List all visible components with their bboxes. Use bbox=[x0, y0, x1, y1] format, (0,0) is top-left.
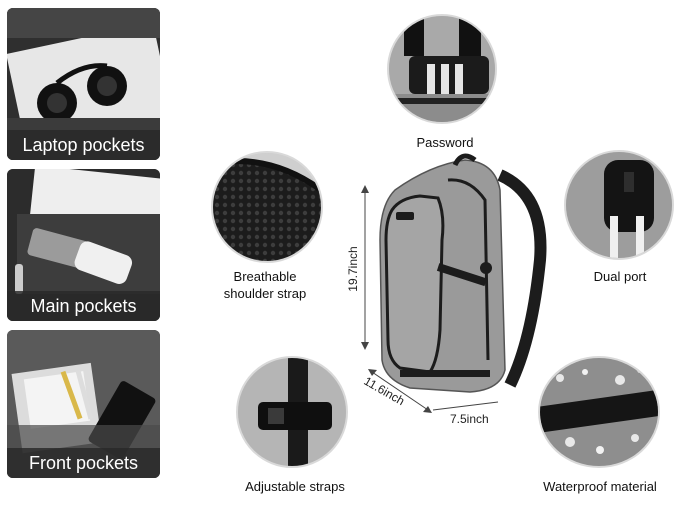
password-label: Password bbox=[416, 135, 474, 150]
breathable-strap-label: Breathable shoulder strap bbox=[210, 268, 320, 302]
laptop-pockets-panel: Laptop pockets bbox=[7, 8, 160, 160]
mesh-strap-icon bbox=[213, 153, 321, 261]
usb-port-icon bbox=[566, 152, 672, 258]
front-pockets-panel: Front pockets bbox=[7, 330, 160, 478]
depth-dimension-label: 7.5inch bbox=[450, 412, 489, 426]
password-lock-circle bbox=[387, 14, 497, 124]
laptop-pockets-illustration bbox=[7, 8, 160, 160]
height-dimension-label: 19.7inch bbox=[346, 246, 360, 292]
main-pockets-illustration bbox=[7, 169, 160, 321]
dual-port-circle bbox=[564, 150, 674, 260]
waterproof-label: Waterproof material bbox=[543, 479, 657, 494]
panel-label: Main pockets bbox=[7, 291, 160, 321]
breathable-strap-circle bbox=[211, 151, 323, 263]
breathable-strap-text: Breathable shoulder strap bbox=[223, 269, 307, 301]
waterproof-circle bbox=[538, 356, 660, 468]
main-pockets-panel: Main pockets bbox=[7, 169, 160, 321]
panel-label: Front pockets bbox=[7, 448, 160, 478]
water-drops-icon bbox=[540, 358, 658, 466]
adjustable-straps-label: Adjustable straps bbox=[245, 479, 345, 494]
dual-port-label: Dual port bbox=[593, 269, 647, 284]
adjustable-straps-circle bbox=[236, 356, 348, 468]
panel-label: Laptop pockets bbox=[7, 130, 160, 160]
combination-lock-icon bbox=[389, 16, 495, 122]
buckle-icon bbox=[238, 358, 346, 466]
